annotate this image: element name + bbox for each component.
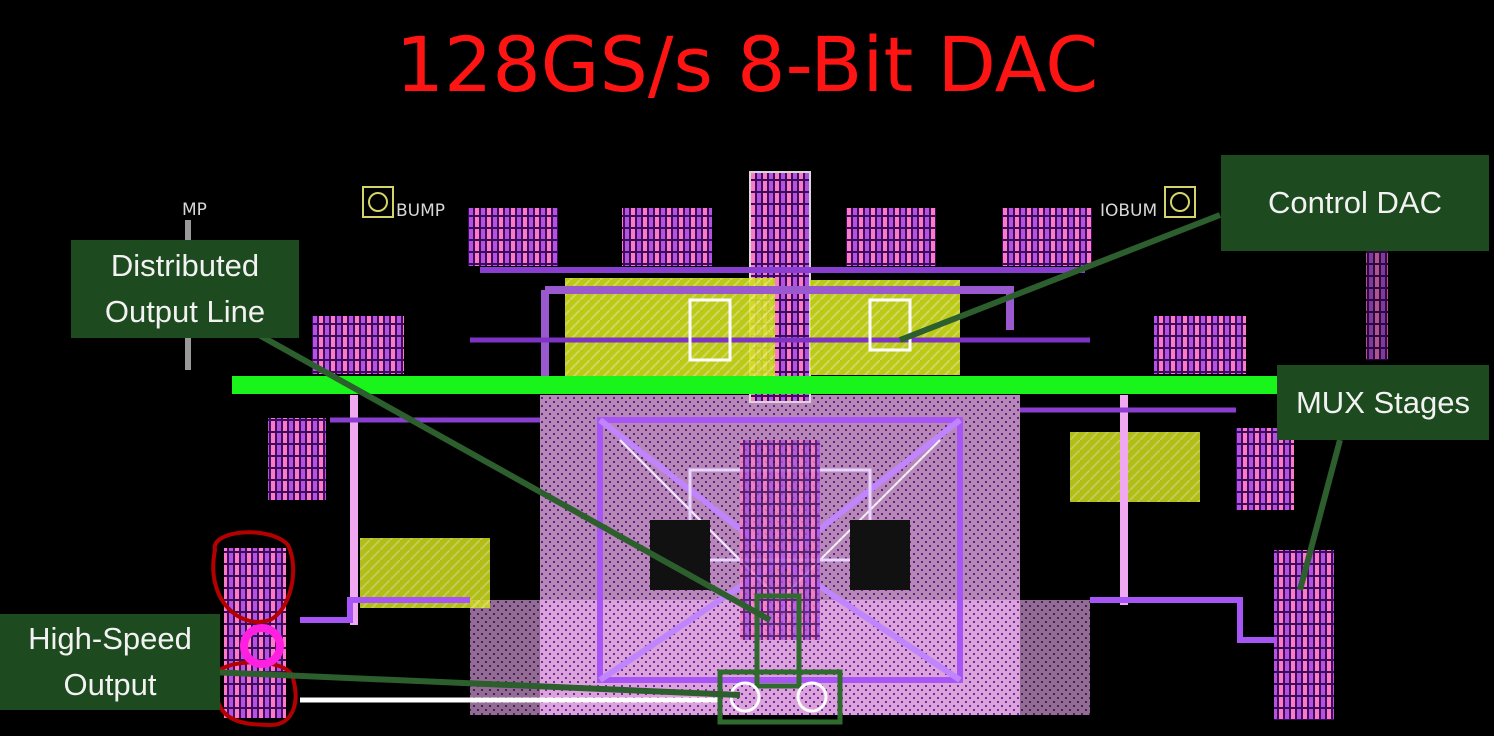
slide-title: 128GS/s 8-Bit DAC [395,20,1099,109]
red-outline-annotations [211,530,298,728]
callout-leaders [209,212,1343,698]
top-cells [312,208,1246,374]
callout-control-dac: Control DAC [1221,155,1489,251]
bump-icon-left [362,186,394,218]
callout-mux-stages: MUX Stages [1277,365,1489,440]
callout-distributed-output-line: Distributed Output Line [71,240,299,338]
core-block [470,395,1090,715]
bump-label-right: IOBUM [1100,201,1158,221]
control-dac-block [470,267,1090,380]
mp-label: MP [182,200,207,220]
callout-high-speed-output: High-Speed Output [0,614,220,710]
power-rail [232,376,1322,394]
bump-icon-right [1164,186,1196,218]
bump-label-left: BUMP [396,201,446,221]
output-marker-icon [240,624,284,668]
